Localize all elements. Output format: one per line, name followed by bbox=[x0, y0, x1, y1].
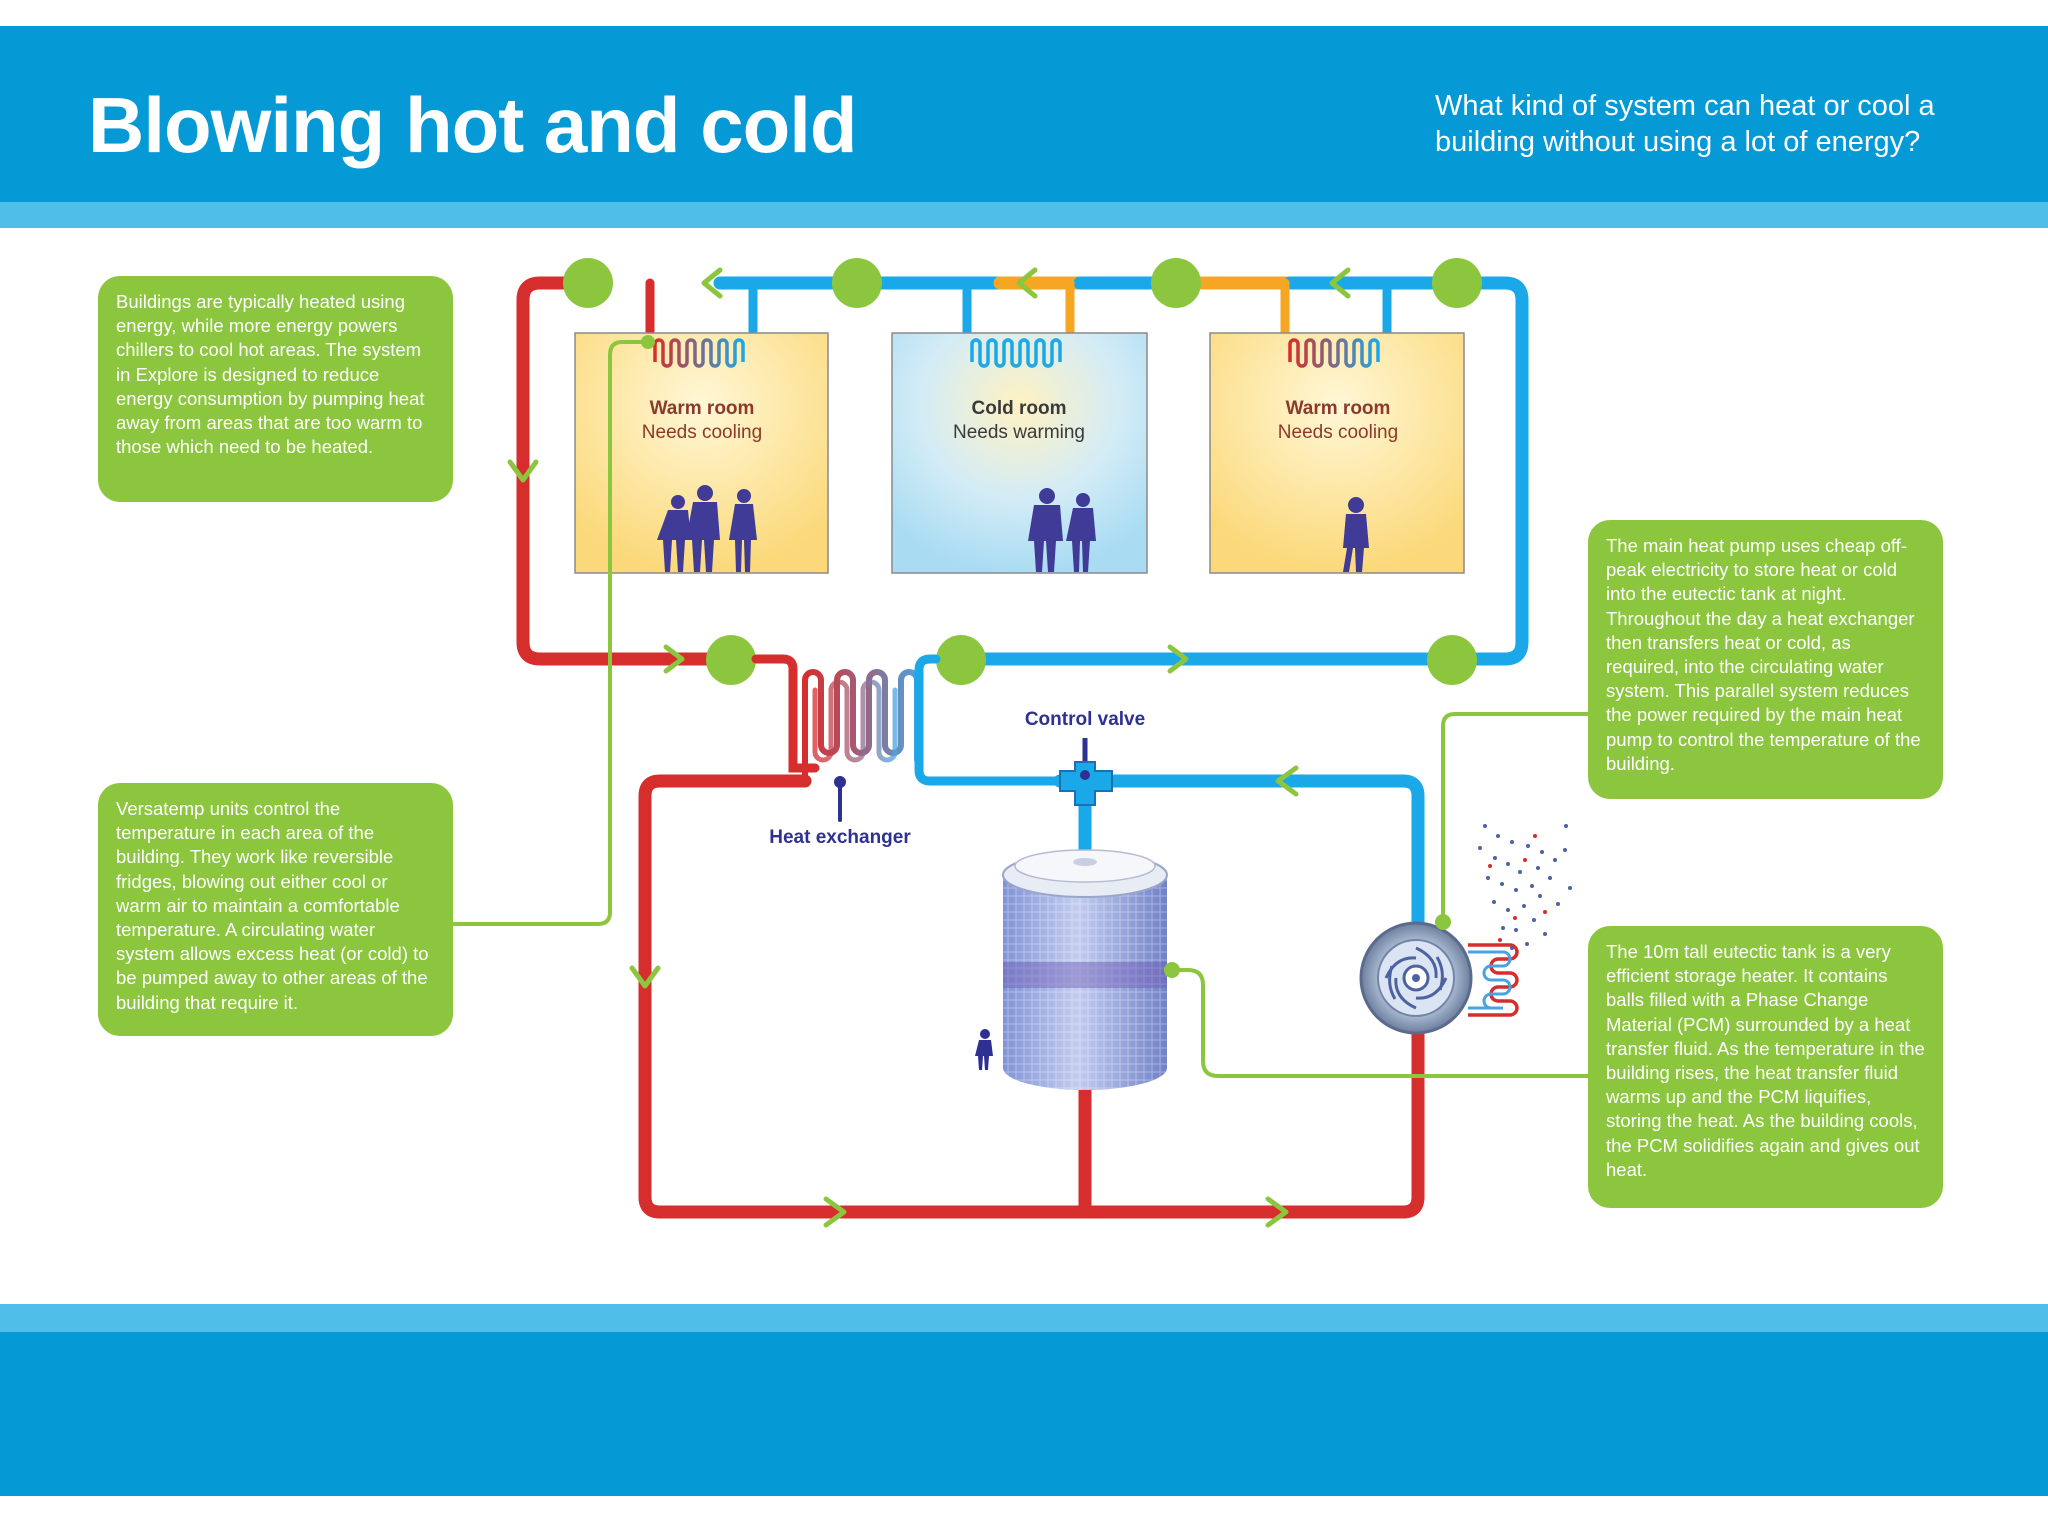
room-warm-2: Warm room Needs cooling bbox=[1209, 332, 1465, 574]
room-cold: Cold room Needs warming bbox=[891, 332, 1148, 574]
heat-exchanger bbox=[751, 654, 1065, 822]
air-particles-icon bbox=[1478, 824, 1572, 950]
page-subtitle: What kind of system can heat or cool a b… bbox=[1435, 90, 1935, 158]
header-stripe bbox=[0, 202, 2048, 228]
heat-exchanger-label: Heat exchanger bbox=[769, 827, 911, 848]
room-name: Cold room bbox=[972, 398, 1067, 419]
footer-stripe bbox=[0, 1304, 2048, 1332]
control-valve-label: Control valve bbox=[1025, 709, 1145, 730]
people-silhouette-icon bbox=[1028, 488, 1096, 572]
info-box-heat-pump: The main heat pump uses cheap off-peak e… bbox=[1588, 520, 1943, 799]
people-silhouette-icon bbox=[657, 485, 757, 572]
info-box-eutectic-tank: The 10m tall eutectic tank is a very eff… bbox=[1588, 926, 1943, 1208]
info-box-buildings: Buildings are typically heated using ene… bbox=[98, 276, 453, 502]
info-box-versatemp: Versatemp units control the temperature … bbox=[98, 783, 453, 1036]
lower-water-circuit bbox=[629, 765, 1425, 1228]
air-particles-warm-icon bbox=[1488, 834, 1547, 942]
room-status: Needs cooling bbox=[642, 422, 762, 443]
footer-bar bbox=[0, 1332, 2048, 1496]
control-valve-icon bbox=[1059, 738, 1113, 806]
room-status: Needs cooling bbox=[1278, 422, 1398, 443]
person-silhouette-icon bbox=[1343, 497, 1369, 572]
person-scale-icon bbox=[975, 1029, 993, 1070]
header-bar bbox=[0, 26, 2048, 202]
room-status: Needs warming bbox=[953, 422, 1085, 443]
callout-connectors bbox=[452, 335, 1588, 1078]
versatemp-unit-nodes bbox=[563, 258, 1482, 685]
eutectic-tank-icon bbox=[1002, 849, 1168, 1090]
room-warm-1: Warm room Needs cooling bbox=[574, 332, 829, 574]
main-heat-pump-icon bbox=[1359, 921, 1519, 1035]
room-name: Warm room bbox=[1286, 398, 1391, 419]
room-name: Warm room bbox=[650, 398, 755, 419]
page-title: Blowing hot and cold bbox=[88, 81, 858, 169]
